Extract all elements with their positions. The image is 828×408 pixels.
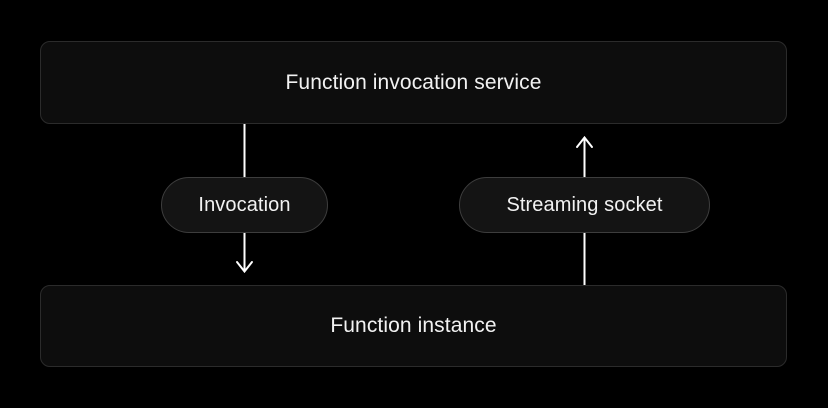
- node-label-streaming-socket: Streaming socket: [506, 193, 663, 216]
- node-streaming-socket[interactable]: Streaming socket: [459, 177, 710, 233]
- node-invocation[interactable]: Invocation: [161, 177, 328, 233]
- node-label-function-instance: Function instance: [330, 314, 497, 337]
- node-label-invocation: Invocation: [198, 193, 291, 216]
- node-function-instance[interactable]: Function instance: [40, 285, 787, 367]
- node-function-invocation-service[interactable]: Function invocation service: [40, 41, 787, 124]
- node-label-function-invocation-service: Function invocation service: [285, 70, 542, 94]
- arrowhead-up-icon: [576, 135, 593, 148]
- arrowhead-down-icon: [236, 261, 253, 274]
